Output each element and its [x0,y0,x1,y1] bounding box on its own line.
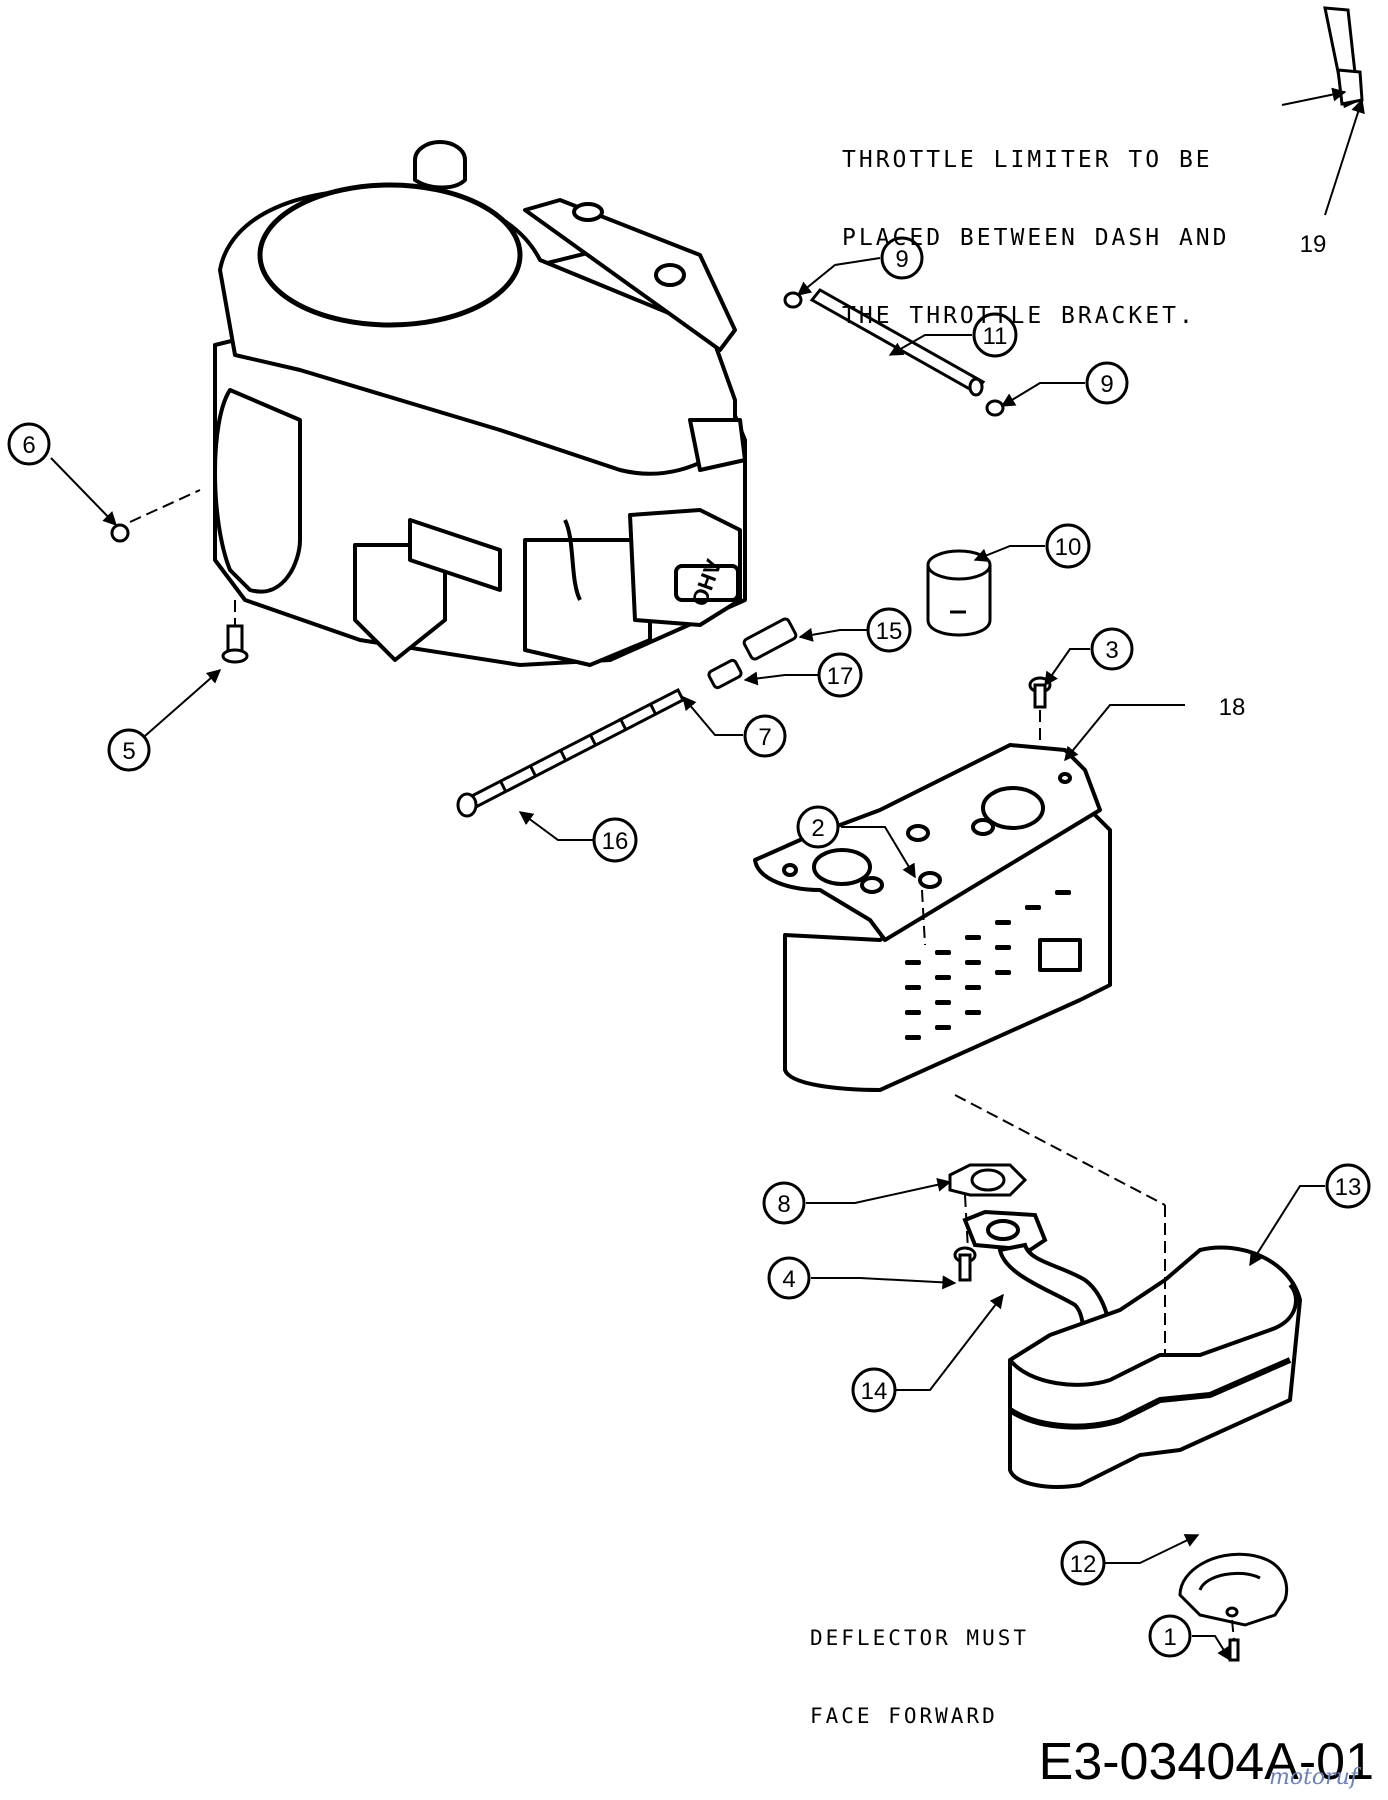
svg-text:16: 16 [602,828,629,855]
label-19: 19 [1300,231,1327,258]
deflector-note-line-2: FACE FORWARD [810,1704,998,1728]
deflector-12 [1178,1552,1289,1627]
callout-14: 14 [851,1367,897,1413]
callout-8: 8 [762,1181,806,1225]
callout-13: 13 [1325,1163,1371,1209]
svg-text:17: 17 [827,663,854,690]
heat-shield-vents [905,890,1071,1040]
drawing-code: E3-03404A-01 [1038,1733,1374,1791]
bolt-4 [953,1246,977,1282]
callout-9-top: 9 [880,236,924,280]
svg-text:3: 3 [1105,637,1118,664]
svg-text:4: 4 [782,1266,795,1293]
fuel-filter-10 [926,549,992,637]
screw-1 [1228,1638,1240,1662]
callout-3: 3 [1090,627,1134,671]
deflector-note-line-1: DEFLECTOR MUST [810,1626,1030,1650]
svg-text:8: 8 [777,1191,790,1218]
alignment-lines [129,489,1235,1641]
callout-6: 6 [7,422,51,466]
fuel-line-16 [456,687,686,818]
heat-shield-18 [753,743,1112,1092]
svg-text:12: 12 [1070,1551,1097,1578]
callout-7: 7 [743,714,787,758]
callout-2: 2 [796,805,840,849]
svg-text:13: 13 [1335,1174,1362,1201]
fitting-17 [707,658,743,690]
bolt-5 [221,624,249,664]
watermark: motoruf [1268,1765,1358,1790]
hose-clamp-9-bottom [985,399,1005,417]
callout-10: 10 [1045,523,1091,569]
svg-text:9: 9 [1100,371,1113,398]
muffler-13 [1008,1245,1302,1489]
svg-text:6: 6 [22,432,35,459]
svg-text:2: 2 [811,815,824,842]
callout-12: 12 [1060,1540,1106,1586]
callout-4: 4 [767,1256,811,1300]
callout-17: 17 [817,652,863,698]
deflector-note: DEFLECTOR MUST FACE FORWARD [810,1573,1029,1755]
svg-text:5: 5 [122,738,135,765]
hose-clamp-9-top [783,291,803,309]
svg-text:1: 1 [1163,1624,1176,1651]
throttle-note-line-3: THE THROTTLE BRACKET. [842,303,1196,329]
fuel-line-11 [809,288,986,397]
callout-16: 16 [592,817,638,863]
callout-11: 11 [972,312,1018,358]
svg-text:10: 10 [1055,534,1082,561]
callout-1: 1 [1148,1614,1192,1658]
throttle-note-line-1: THROTTLE LIMITER TO BE [842,147,1213,173]
leader-lines [50,87,1365,1662]
nut-6 [110,523,130,543]
gasket-8 [948,1163,1028,1197]
label-18: 18 [1219,694,1246,721]
svg-text:9: 9 [895,246,908,273]
throttle-note-line-2: PLACED BETWEEN DASH AND [842,225,1230,251]
svg-text:11: 11 [983,323,1008,350]
engine-drawing [213,140,747,667]
callout-9-bottom: 9 [1085,361,1129,405]
svg-text:7: 7 [758,724,771,751]
callout-15: 15 [866,607,912,653]
throttle-limiter-note: THROTTLE LIMITER TO BE PLACED BETWEEN DA… [842,95,1230,355]
svg-text:14: 14 [861,1378,888,1405]
callout-5: 5 [107,728,151,772]
svg-text:15: 15 [876,618,903,645]
fitting-15 [742,617,798,661]
